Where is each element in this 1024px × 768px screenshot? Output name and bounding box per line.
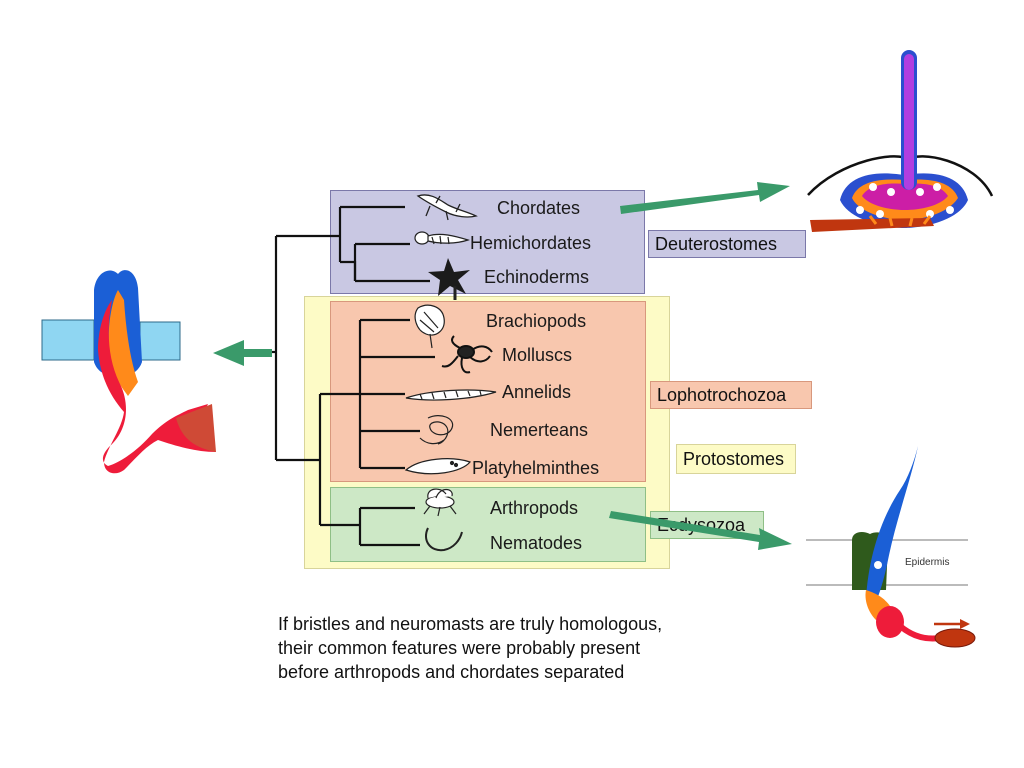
taxon-annelids: Annelids — [502, 382, 572, 402]
taxon-hemichordates: Hemichordates — [470, 233, 592, 253]
deuterostomes-label: Deuterostomes — [648, 230, 806, 258]
octopus-icon — [441, 335, 493, 374]
taxon-brachiopods: Brachiopods — [486, 311, 587, 331]
taxon-chordates: Chordates — [497, 198, 581, 218]
nemertean-icon — [419, 415, 454, 445]
ecdysozoa-box — [330, 487, 646, 562]
caption-line-3: before arthropods and chordates separate… — [278, 662, 625, 682]
taxon-platyhelminthes: Platyhelminthes — [472, 458, 600, 478]
neuromast-illustration — [807, 50, 994, 232]
annelid-worm-icon — [405, 389, 497, 401]
arrow-to-neuromast — [620, 182, 790, 214]
taxon-arthropods: Arthropods — [490, 498, 579, 518]
bristle-illustration — [806, 446, 976, 648]
epidermis-label: Epidermis — [905, 557, 950, 568]
arrow-to-ancestral-organ — [213, 340, 272, 366]
caption-line-1: If bristles and neuromasts are truly hom… — [278, 614, 663, 634]
fly-icon — [423, 488, 457, 517]
taxon-molluscs: Molluscs — [502, 345, 573, 365]
flatworm-icon — [404, 458, 472, 475]
lophotrochozoa-label: Lophotrochozoa — [650, 381, 812, 409]
caption: If bristles and neuromasts are truly hom… — [278, 612, 738, 684]
taxon-echinoderms: Echinoderms — [484, 267, 590, 287]
lizard-icon — [416, 194, 478, 221]
caption-line-2: their common features were probably pres… — [278, 638, 641, 658]
protostomes-label: Protostomes — [676, 444, 796, 474]
acorn-worm-icon — [414, 231, 470, 245]
taxon-nematodes: Nematodes — [490, 533, 583, 553]
nematode-icon — [425, 527, 463, 552]
arrow-to-bristle — [609, 511, 792, 550]
ancestral-organ-illustration — [41, 270, 216, 474]
starfish-icon — [428, 258, 470, 296]
brachiopod-icon — [414, 304, 445, 349]
taxon-nemerteans: Nemerteans — [490, 420, 589, 440]
tree-branches — [270, 205, 435, 547]
